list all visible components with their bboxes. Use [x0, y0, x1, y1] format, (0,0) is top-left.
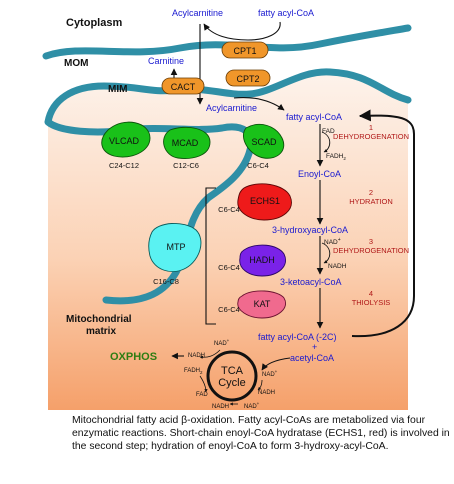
fatty-acyl-coa-minus2-label: fatty acyl-CoA (-2C): [258, 332, 337, 342]
figure-caption: Mitochondrial fatty acid β-oxidation. Fa…: [72, 415, 450, 452]
cpt2-transporter: [225, 69, 271, 87]
step1-name: DEHYDROGENATION: [333, 132, 409, 141]
hadh-range: C6-C4: [218, 263, 240, 272]
hydroxyacyl-coa-label: 3-hydroxyacyl-CoA: [272, 225, 348, 235]
mtp-label: MTP: [167, 242, 186, 252]
step2-name: HYDRATION: [349, 197, 393, 206]
tca-fad-left: FAD: [196, 392, 208, 398]
tca-cofactor-arrow-top: [199, 349, 221, 359]
acetyl-coa-label: acetyl-CoA: [290, 353, 334, 363]
scad-range: C6-C4: [247, 161, 269, 170]
mtp-enzyme: [148, 223, 202, 272]
step3-name: DEHYDROGENATION: [333, 246, 409, 255]
short-chain-bracket: [205, 187, 216, 325]
matrix-label-line2: matrix: [86, 326, 116, 337]
beta-oxidation-diagram: Cytoplasm MOM MIM Mitochondrial matrix A…: [42, 8, 415, 411]
vlcad-range: C24-C12: [109, 161, 139, 170]
matrix-label-line1: Mitochondrial: [66, 314, 132, 325]
scad-label: SCAD: [251, 137, 277, 147]
acetyl-coa-to-tca-arrow: [261, 357, 291, 371]
ims-carnitine: Carnitine: [148, 56, 184, 66]
oxphos-label: OXPHOS: [110, 351, 157, 363]
nad-label: NAD+: [324, 237, 341, 246]
tca-nadh-bottom: NADH: [212, 404, 229, 410]
recycle-loop-arrow: [351, 109, 415, 338]
echs1-label: ECHS1: [250, 196, 280, 206]
echs1-enzyme: [237, 183, 292, 221]
matrix-fatty-acyl-coa: fatty acyl-CoA: [286, 112, 342, 122]
tca-label-line2: Cycle: [218, 377, 246, 389]
nadh-label: NADH: [328, 263, 347, 270]
cytoplasm-acylcarnitine: Acylcarnitine: [172, 8, 223, 18]
hadh-enzyme: [239, 244, 286, 277]
fad-label: FAD: [322, 128, 335, 135]
mcad-range: C12-C6: [173, 161, 199, 170]
scad-enzyme: [243, 124, 285, 159]
step4-number: 4: [369, 289, 373, 298]
tca-fadh2-left: FADH2: [184, 368, 203, 375]
mom-label: MOM: [64, 58, 88, 69]
cytoplasm-fatty-acyl-coa: fatty acyl-CoA: [258, 8, 314, 18]
cytoplasm-label: Cytoplasm: [66, 17, 122, 29]
tca-cycle-circle: [206, 350, 258, 402]
cact-transporter: [161, 77, 205, 95]
mim-label: MIM: [108, 84, 127, 95]
enoyl-coa-label: Enoyl-CoA: [298, 169, 341, 179]
tca-nadh-left: NADH: [188, 353, 205, 359]
tca-nad-right1: NAD+: [262, 369, 278, 378]
fad-arrow: [321, 131, 331, 153]
cpt2-reaction-arrow: [233, 96, 285, 111]
cpt1-transporter: [221, 41, 269, 59]
fadh2-label: FADH2: [326, 153, 346, 161]
kat-enzyme: [237, 290, 286, 319]
cpt1-reaction-arrow: [203, 21, 281, 41]
mcad-enzyme: [163, 126, 211, 159]
tca-nadh-right: NADH: [258, 390, 275, 396]
mitochondrial-matrix: [48, 71, 408, 411]
kat-range: C6-C4: [218, 305, 240, 314]
tca-cofactor-arrow-right: [257, 379, 263, 391]
tca-nad-bottom: NAD+: [244, 401, 260, 410]
mtp-range: C16-C8: [153, 277, 179, 286]
step3-number: 3: [369, 237, 373, 246]
step1-number: 1: [369, 123, 373, 132]
kat-label: KAT: [254, 299, 271, 309]
nad-arrow: [321, 242, 331, 264]
plus-sign: +: [312, 342, 317, 352]
cpt1-label: CPT1: [233, 46, 256, 56]
matrix-acylcarnitine: Acylcarnitine: [206, 103, 257, 113]
vlcad-label: VLCAD: [109, 136, 140, 146]
cpt2-label: CPT2: [236, 74, 259, 84]
mcad-label: MCAD: [172, 138, 199, 148]
step2-number: 2: [369, 188, 373, 197]
cact-label: CACT: [171, 82, 196, 92]
step4-name: THIOLYSIS: [352, 298, 391, 307]
echs1-range: C6-C4: [218, 205, 240, 214]
tca-label-line1: TCA: [221, 365, 244, 377]
ketoacyl-coa-label: 3-ketoacyl-CoA: [280, 277, 342, 287]
tca-nad-top: NAD+: [214, 338, 230, 347]
hadh-label: HADH: [249, 255, 275, 265]
tca-cofactor-arrow-left: [199, 375, 208, 393]
vlcad-enzyme: [101, 121, 151, 158]
